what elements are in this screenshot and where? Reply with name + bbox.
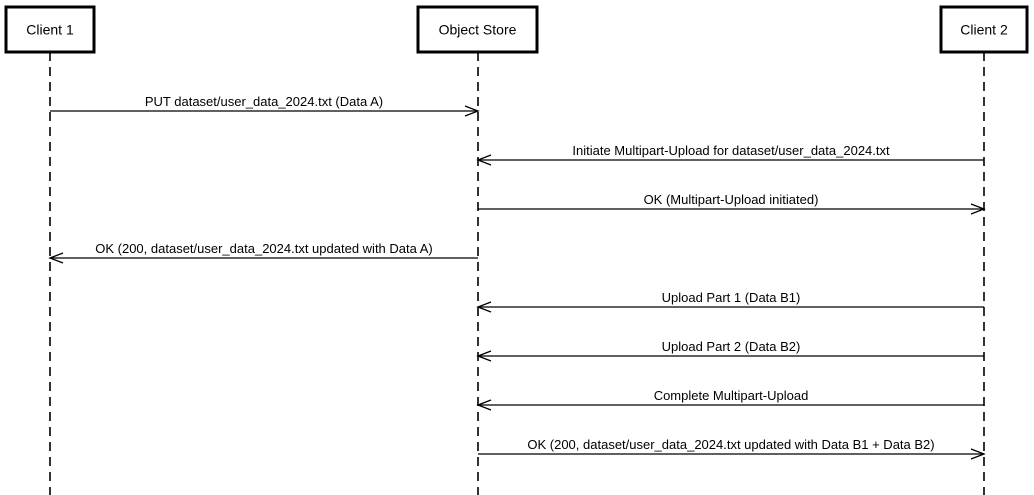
- arrowhead-icon: [464, 105, 480, 117]
- arrowhead-icon: [970, 203, 986, 215]
- message-label: Initiate Multipart-Upload for dataset/us…: [572, 143, 890, 158]
- message-5: Upload Part 1 (Data B1): [476, 290, 984, 313]
- message-2: Initiate Multipart-Upload for dataset/us…: [476, 143, 984, 166]
- actor-client2: Client 2: [939, 5, 1029, 495]
- message-label: Upload Part 1 (Data B1): [662, 290, 801, 305]
- actor-box-objectstore: [416, 5, 539, 54]
- message-label: OK (Multipart-Upload initiated): [644, 192, 819, 207]
- message-6: Upload Part 2 (Data B2): [476, 339, 984, 362]
- arrowhead-icon: [476, 350, 492, 362]
- actor-box-client1: [4, 5, 96, 54]
- actor-client1: Client 1: [4, 5, 96, 495]
- message-3: OK (Multipart-Upload initiated): [478, 192, 986, 215]
- message-4: OK (200, dataset/user_data_2024.txt upda…: [48, 241, 478, 264]
- message-1: PUT dataset/user_data_2024.txt (Data A): [50, 94, 480, 117]
- message-label: Complete Multipart-Upload: [654, 388, 809, 403]
- actor-label-objectstore: Object Store: [439, 22, 517, 38]
- arrowhead-icon: [476, 301, 492, 313]
- message-label: PUT dataset/user_data_2024.txt (Data A): [145, 94, 383, 109]
- actor-box-client2: [939, 5, 1029, 54]
- arrowhead-icon: [476, 154, 492, 166]
- actor-label-client1: Client 1: [26, 22, 74, 38]
- arrowhead-icon: [970, 448, 986, 460]
- message-8: OK (200, dataset/user_data_2024.txt upda…: [478, 437, 986, 460]
- message-label: OK (200, dataset/user_data_2024.txt upda…: [95, 241, 433, 256]
- actor-label-client2: Client 2: [960, 22, 1008, 38]
- arrowhead-icon: [48, 252, 64, 264]
- message-label: Upload Part 2 (Data B2): [662, 339, 801, 354]
- arrowhead-icon: [476, 399, 492, 411]
- message-label: OK (200, dataset/user_data_2024.txt upda…: [527, 437, 934, 452]
- message-7: Complete Multipart-Upload: [476, 388, 984, 411]
- actor-objectstore: Object Store: [416, 5, 539, 495]
